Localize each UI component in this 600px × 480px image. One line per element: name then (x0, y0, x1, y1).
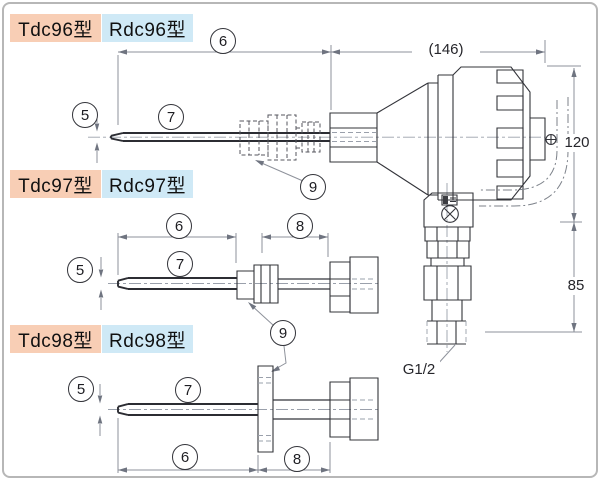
callout-9-shared: 9 (270, 320, 296, 346)
callout-7-tdc98: 7 (175, 377, 201, 403)
compression-fitting-dashed (239, 114, 321, 161)
label-rdc97: Rdc97型 (102, 170, 193, 198)
probe-tdc98 (108, 403, 380, 416)
label-tdc98: Tdc98型 (10, 325, 101, 353)
callout-6-tdc96: 6 (210, 28, 236, 54)
dim-lines-tdc97 (98, 233, 329, 372)
probe-tdc96 (88, 132, 545, 142)
neck-and-nipple (423, 183, 474, 367)
dim-thread-size: G1/2 (398, 361, 440, 379)
dim-lines-head (485, 65, 582, 333)
callout-8-tdc97: 8 (287, 213, 313, 239)
callout-5-tdc98: 5 (68, 376, 94, 402)
fitting-tdc97 (236, 256, 379, 314)
label-rdc98: Rdc98型 (102, 325, 193, 353)
dim-overall-length: (146) (412, 41, 480, 59)
label-tdc96: Tdc96型 (10, 14, 101, 42)
probe-tdc97 (108, 277, 380, 290)
terminal-head (329, 66, 569, 207)
label-tdc97: Tdc97型 (10, 170, 101, 198)
flange-tdc98 (257, 365, 379, 453)
clamp-screw-icon (441, 205, 459, 223)
callout-8-tdc98: 8 (284, 446, 310, 472)
callout-5-tdc97: 5 (67, 257, 93, 283)
callout-7-tdc96: 7 (158, 104, 184, 130)
callout-6-tdc98: 6 (172, 444, 198, 470)
callout-5-tdc96: 5 (72, 102, 98, 128)
cover-lock-knob (545, 133, 557, 146)
dim-head-height: 120 (560, 134, 594, 152)
callout-9-tdc96: 9 (300, 174, 326, 200)
label-rdc96: Rdc96型 (102, 14, 193, 42)
dim-nipple-length: 85 (562, 277, 590, 295)
callout-6-tdc97: 6 (166, 213, 192, 239)
callout-7-tdc97: 7 (167, 251, 193, 277)
